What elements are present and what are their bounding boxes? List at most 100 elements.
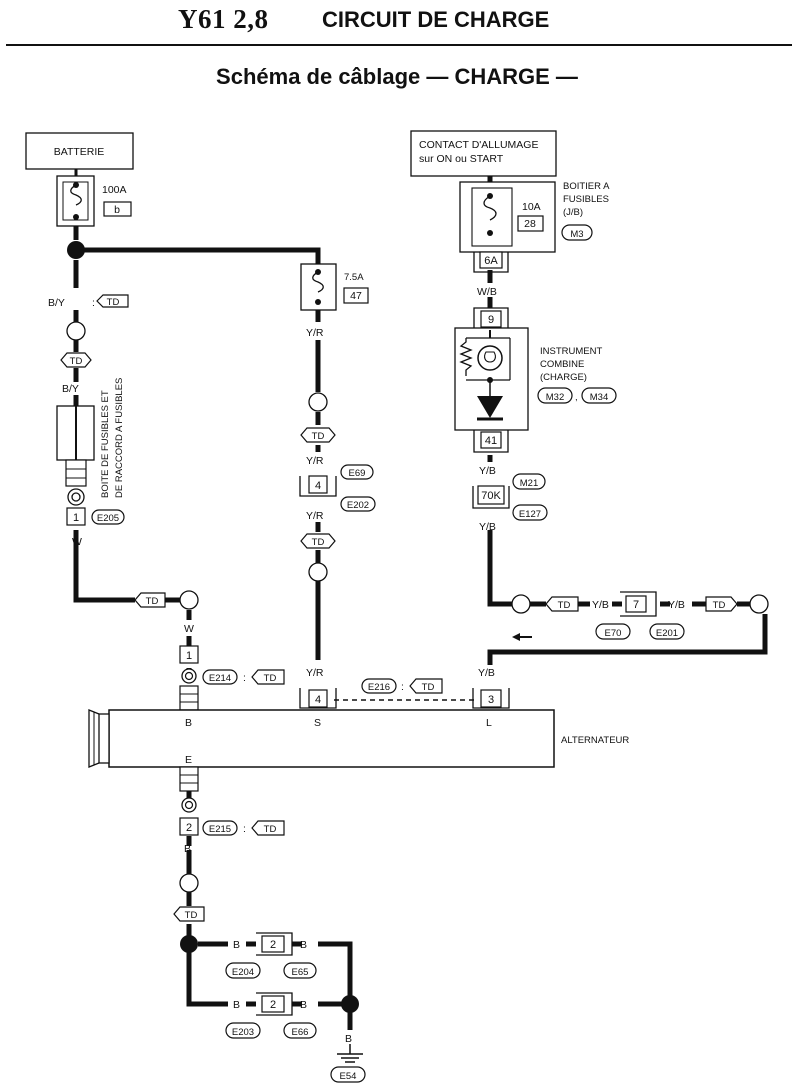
diagram-subtitle: Schéma de câblage — CHARGE —	[216, 64, 578, 89]
td-harness-connector: TD	[545, 596, 579, 612]
td-harness-connector: TD	[251, 820, 285, 836]
fusible-link-box: 1 BOITE DE FUSIBLES ET DE RACCORD A FUSI…	[56, 378, 125, 526]
inline-connector-70k: 70K	[472, 485, 510, 509]
battery-label: BATTERIE	[54, 146, 105, 158]
instrument-label-line2: COMBINE	[540, 359, 584, 370]
wire-color-label: B	[345, 1033, 352, 1045]
svg-text:TD: TD	[264, 824, 277, 835]
fuse-7-5a: 7.5A 47	[300, 263, 369, 311]
svg-text::: :	[401, 681, 404, 693]
wire-color-label: Y/B	[479, 521, 496, 533]
svg-text:TD: TD	[422, 682, 435, 693]
connector-e216: E216	[361, 678, 397, 694]
svg-text:E204: E204	[232, 967, 254, 978]
wire-color-label: Y/B	[592, 599, 609, 611]
ignition-switch: CONTACT D'ALLUMAGE sur ON ou START	[410, 130, 557, 177]
wire-color-label: W/B	[477, 286, 497, 298]
svg-text:TD: TD	[107, 297, 120, 308]
svg-text:4: 4	[315, 694, 321, 706]
inline-connector-4: 4	[299, 475, 337, 497]
model-label: Y61 2,8	[178, 4, 269, 34]
connector-m34: M34	[581, 387, 617, 404]
connector-open	[308, 562, 328, 582]
td-harness-connector: TD	[300, 533, 336, 549]
fuse-10a-rating: 10A	[522, 201, 541, 213]
svg-text:,: ,	[575, 392, 578, 403]
svg-text:6A: 6A	[484, 255, 498, 267]
fuse-box-label-line1: BOITIER A	[563, 181, 610, 192]
fuse-10a: 10A 28	[459, 181, 556, 253]
inline-connector-2: 2	[256, 932, 293, 956]
wire-color-label: Y/B	[668, 599, 685, 611]
instrument-cluster: 9 41	[454, 307, 529, 453]
alternator-e-connector: 2	[179, 766, 199, 836]
wire-color-label: Y/R	[306, 455, 324, 467]
svg-text:TD: TD	[558, 600, 571, 611]
wire-color-label: Y/R	[306, 667, 324, 679]
connector-e204: E204	[225, 962, 261, 979]
instrument-label-line3: (CHARGE)	[540, 372, 587, 383]
svg-text:TD: TD	[146, 596, 159, 607]
connector-open	[308, 392, 328, 412]
svg-text:E216: E216	[368, 682, 390, 693]
connector-e214: E214	[202, 669, 238, 685]
terminal-l-label: L	[486, 717, 492, 729]
td-harness-connector: TD	[705, 596, 738, 612]
fuse-100a-id: b	[114, 204, 120, 216]
wire-color-label: Y/R	[306, 510, 324, 522]
wire-color-label: B/Y	[48, 297, 65, 309]
connector-e69: E69	[340, 464, 374, 480]
svg-text:E70: E70	[605, 628, 622, 639]
svg-text:E65: E65	[292, 967, 309, 978]
junction-dot	[341, 995, 359, 1013]
fuse-box-connector-6a: 6A	[473, 251, 509, 273]
page-title: CIRCUIT DE CHARGE	[322, 7, 550, 32]
svg-text:2: 2	[186, 822, 192, 834]
td-harness-connector: TD	[173, 906, 205, 922]
svg-text:2: 2	[270, 939, 276, 951]
connector-open	[66, 321, 86, 341]
connector-e127: E127	[512, 504, 548, 521]
svg-text::: :	[243, 672, 246, 684]
battery: BATTERIE	[25, 132, 134, 170]
connector-e205: E205	[91, 509, 125, 525]
fuse-100a-rating: 100A	[102, 184, 127, 196]
svg-text:TD: TD	[312, 431, 325, 442]
wire-color-label: Y/B	[478, 667, 495, 679]
svg-text:E202: E202	[347, 500, 369, 511]
svg-text:TD: TD	[713, 600, 726, 611]
svg-text:TD: TD	[70, 356, 83, 367]
svg-text:TD: TD	[312, 537, 325, 548]
td-harness-connector: TD	[60, 352, 92, 368]
svg-text:M3: M3	[570, 229, 583, 240]
svg-text:M32: M32	[546, 392, 564, 403]
ignition-label-line2: sur ON ou START	[419, 153, 504, 165]
fuse-7-5a-id: 47	[350, 290, 362, 302]
terminal-s-label: S	[314, 717, 321, 729]
alternator: B S L E	[88, 709, 555, 768]
inline-connector-7: 7	[620, 591, 657, 617]
header-rule	[6, 44, 792, 46]
svg-text:E66: E66	[292, 1027, 309, 1038]
fusible-link-label-line2: DE RACCORD A FUSIBLES	[114, 378, 125, 498]
td-harness-connector: TD	[96, 294, 129, 308]
connector-e201: E201	[649, 623, 685, 640]
svg-text:1: 1	[73, 512, 79, 524]
alternator-label: ALTERNATEUR	[561, 735, 629, 746]
svg-text:E214: E214	[209, 673, 231, 684]
fuse-box-label-line3: (J/B)	[563, 207, 583, 218]
td-harness-connector: TD	[409, 678, 443, 694]
connector-m32: M32	[537, 387, 573, 404]
td-harness-connector: TD	[251, 669, 285, 685]
fuse-10a-id: 28	[524, 218, 536, 230]
fuse-100a: 100A b	[56, 175, 132, 227]
connector-m21: M21	[512, 473, 546, 490]
wire-color-label: B	[233, 939, 240, 951]
svg-text:7: 7	[633, 599, 639, 611]
junction-dot	[67, 241, 85, 259]
fusible-link-label-line1: BOITE DE FUSIBLES ET	[100, 390, 111, 498]
connector-e203: E203	[225, 1022, 261, 1039]
td-harness-connector: TD	[300, 427, 336, 443]
wire-color-label: B	[300, 999, 307, 1011]
